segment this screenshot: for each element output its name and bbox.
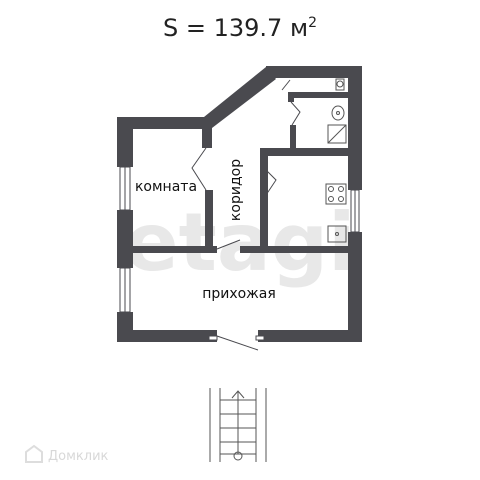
sink-icon [331,105,345,121]
etagi-watermark: etagi [124,196,355,289]
wall-kitchen-top [260,148,352,156]
stairs-start-icon [233,451,243,461]
stove-icon [325,183,347,205]
wall-top [266,66,362,78]
window-lines [124,167,356,312]
wall-room-corridor [205,190,213,250]
wall-wc-left [288,92,294,102]
area-value: S = 139.7 м [163,14,309,42]
door-kitchen [265,169,277,196]
stairs-arrow-icon [231,390,245,399]
wall-corridor-hall [240,246,352,253]
area-unit-superscript: 2 [308,15,317,31]
door-bath [290,101,301,126]
wall-bath-left [290,125,296,152]
wall-left-mid [117,210,133,268]
wall-room-right-upper [202,117,212,148]
fixtures [325,78,347,243]
wall-room-top [117,117,205,129]
wall-bottom-right [258,330,362,342]
wall-room-hall [127,246,217,253]
wall-right-upper [348,66,362,190]
wall-wc-bath [288,92,352,98]
door-wc [281,79,291,91]
area-title: S = 139.7 м2 [0,14,480,42]
wall-left-upper [117,117,133,167]
toilet-icon [335,78,345,91]
room-label-hall: прихожая [202,286,276,302]
stairs [209,388,267,462]
house-icon [25,444,43,463]
room-label-corridor: коридор [228,159,244,221]
door-corridor [216,239,241,250]
walls [117,66,362,342]
domclick-text: Домклик [48,449,109,464]
wall-bottom-left [117,330,217,342]
wall-corridor-kitchen [260,148,268,250]
door-frames [208,335,265,341]
kitchen-sink-icon [327,225,347,243]
wall-diagonal [204,67,276,128]
door-entrance [216,335,259,351]
doors [191,79,301,351]
domclick-watermark: Домклик [25,444,109,464]
shower-icon [327,124,347,144]
door-room [191,147,207,191]
wall-right-lower [348,232,362,342]
room-label-room: комната [135,179,197,195]
